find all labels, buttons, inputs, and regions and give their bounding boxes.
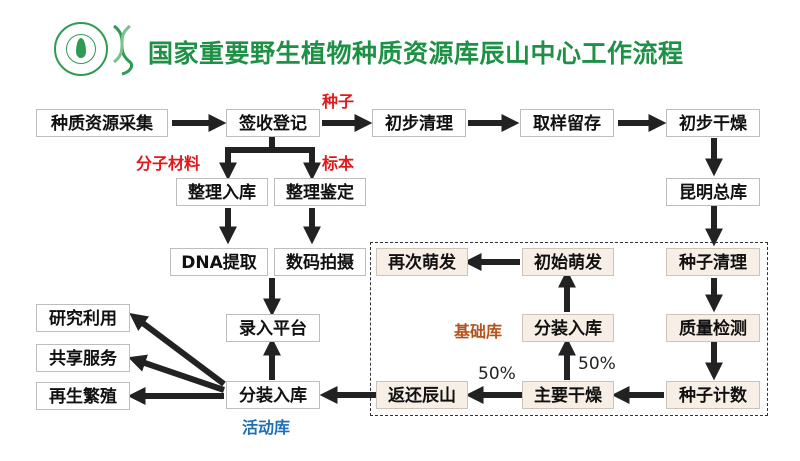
node-photo: 数码拍摄 bbox=[274, 248, 366, 276]
arrow-pack-share bbox=[128, 354, 225, 393]
node-quality: 质量检测 bbox=[666, 314, 760, 342]
page-title: 国家重要野生植物种质资源库辰山中心工作流程 bbox=[148, 39, 684, 68]
label-pct-right: 50% bbox=[578, 354, 616, 374]
arrow-register-split bbox=[219, 137, 275, 181]
node-regen: 再生繁殖 bbox=[36, 382, 130, 410]
node-pack-active: 分装入库 bbox=[226, 381, 320, 409]
node-back: 返还辰山 bbox=[376, 381, 468, 409]
node-dna: DNA提取 bbox=[170, 248, 268, 276]
botanical-garden-logo bbox=[54, 22, 108, 76]
node-sample: 取样留存 bbox=[520, 109, 614, 137]
node-germ1: 初始萌发 bbox=[522, 248, 614, 276]
node-pack-base: 分装入库 bbox=[522, 314, 614, 342]
label-active-bank: 活动库 bbox=[242, 418, 291, 437]
label-specimen: 标本 bbox=[322, 154, 355, 173]
node-register: 签收登记 bbox=[226, 109, 320, 137]
node-identify: 整理鉴定 bbox=[274, 178, 366, 206]
node-research: 研究利用 bbox=[36, 304, 130, 332]
node-dry1: 初步干燥 bbox=[666, 109, 760, 137]
node-seedclean: 种子清理 bbox=[666, 248, 760, 276]
node-regerm: 再次萌发 bbox=[376, 248, 468, 276]
node-share: 共享服务 bbox=[36, 344, 130, 372]
node-platform: 录入平台 bbox=[226, 314, 320, 342]
node-collect: 种质资源采集 bbox=[36, 109, 168, 137]
node-clean1: 初步清理 bbox=[372, 109, 466, 137]
node-storage1: 整理入库 bbox=[176, 178, 268, 206]
node-maindry: 主要干燥 bbox=[522, 381, 614, 409]
label-base-bank: 基础库 bbox=[454, 322, 503, 341]
dna-icon bbox=[113, 24, 134, 76]
label-molecular: 分子材料 bbox=[136, 154, 201, 173]
node-count: 种子计数 bbox=[666, 381, 760, 409]
label-seed: 种子 bbox=[322, 92, 355, 111]
label-pct-left: 50% bbox=[478, 364, 516, 384]
arrow-pack-research bbox=[129, 312, 226, 387]
chenshan-processing-region bbox=[370, 242, 768, 416]
node-kunming: 昆明总库 bbox=[666, 178, 760, 206]
